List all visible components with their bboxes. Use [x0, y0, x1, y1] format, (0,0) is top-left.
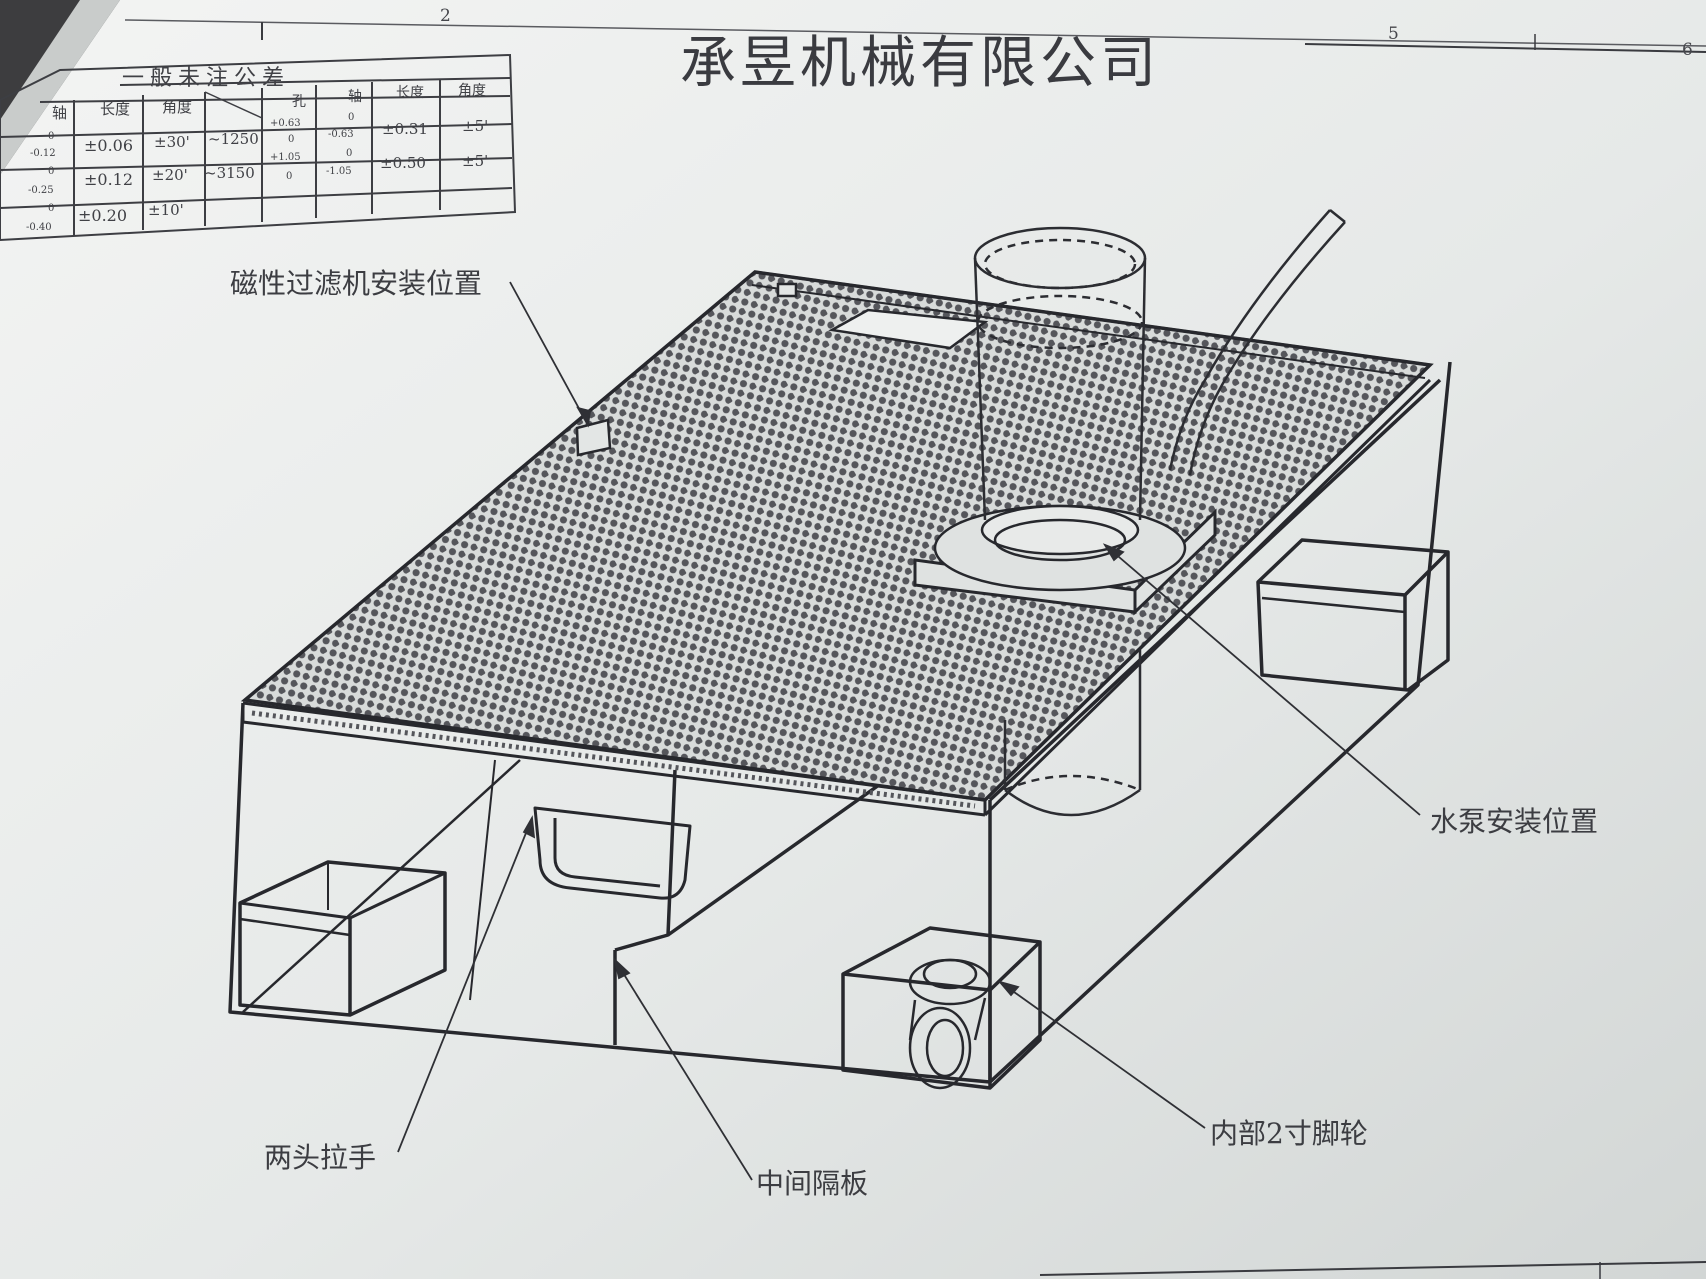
callout-partition: 中间隔板: [756, 1167, 869, 1200]
right-header-length: 长度: [396, 85, 424, 101]
right-row1-hole-upper: +0.63: [270, 118, 301, 129]
left-row1-length: ±0.06: [84, 136, 134, 155]
leader-lines: [397, 281, 1421, 1181]
left-header-angle: 角度: [162, 98, 193, 116]
right-row2-shaft-upper: 0: [346, 148, 353, 159]
left-row2-length: ±0.12: [84, 170, 134, 189]
right-header-angle: 角度: [458, 83, 486, 99]
callout-magnetic-filter: 磁性过滤机安装位置: [230, 267, 483, 300]
right-header-hole: 孔: [292, 94, 306, 110]
right-row2-length: ±0.50: [380, 154, 426, 172]
left-row3-length: ±0.20: [78, 206, 128, 225]
callout-handles: 两头拉手: [264, 1141, 377, 1174]
right-row1-angle: ±5': [462, 117, 489, 135]
left-row1-shaft-lower: -0.12: [30, 148, 56, 159]
right-row1-shaft-lower: -0.63: [328, 129, 354, 140]
callout-water-pump: 水泵安装位置: [1430, 805, 1599, 838]
right-header-shaft: 轴: [348, 89, 362, 105]
right-row2-angle: ±5': [462, 152, 489, 170]
left-row2-shaft-upper: 0: [48, 166, 55, 177]
left-row1-angle: ±30': [154, 133, 190, 151]
paper-fold-shadow: [0, 0, 120, 175]
right-row1-range: ~1250: [208, 130, 259, 148]
zone-number-2: 2: [440, 6, 451, 26]
right-row2-shaft-lower: -1.05: [326, 166, 352, 177]
zone-number-5: 5: [1388, 24, 1399, 44]
left-row2-shaft-lower: -0.25: [28, 185, 54, 196]
callout-casters: 内部2寸脚轮: [1210, 1117, 1368, 1150]
left-row3-shaft-lower: -0.40: [26, 222, 52, 233]
left-row1-shaft-upper: 0: [48, 131, 55, 142]
right-row2-hole-lower: 0: [286, 171, 293, 182]
left-row2-angle: ±20': [152, 166, 188, 184]
left-header-length: 长度: [100, 100, 131, 118]
right-row1-hole-lower: 0: [288, 134, 295, 145]
right-row2-range: ~3150: [204, 164, 255, 182]
company-name: 承昱机械有限公司: [680, 31, 1160, 96]
right-row2-hole-upper: +1.05: [270, 152, 301, 163]
tank-equipment: [228, 361, 1452, 1090]
pump-cylinder: [973, 209, 1346, 817]
right-row1-shaft-upper: 0: [348, 112, 355, 123]
right-row1-length: ±0.31: [382, 120, 428, 138]
zone-number-6: 6: [1682, 40, 1693, 60]
tolerance-table-title: 一般未注公差: [122, 66, 291, 91]
left-row3-shaft-upper: 0: [48, 203, 55, 214]
tolerance-table-grid: [0, 53, 517, 242]
left-row3-angle: ±10': [148, 201, 184, 219]
left-header-shaft: 轴: [52, 104, 68, 122]
